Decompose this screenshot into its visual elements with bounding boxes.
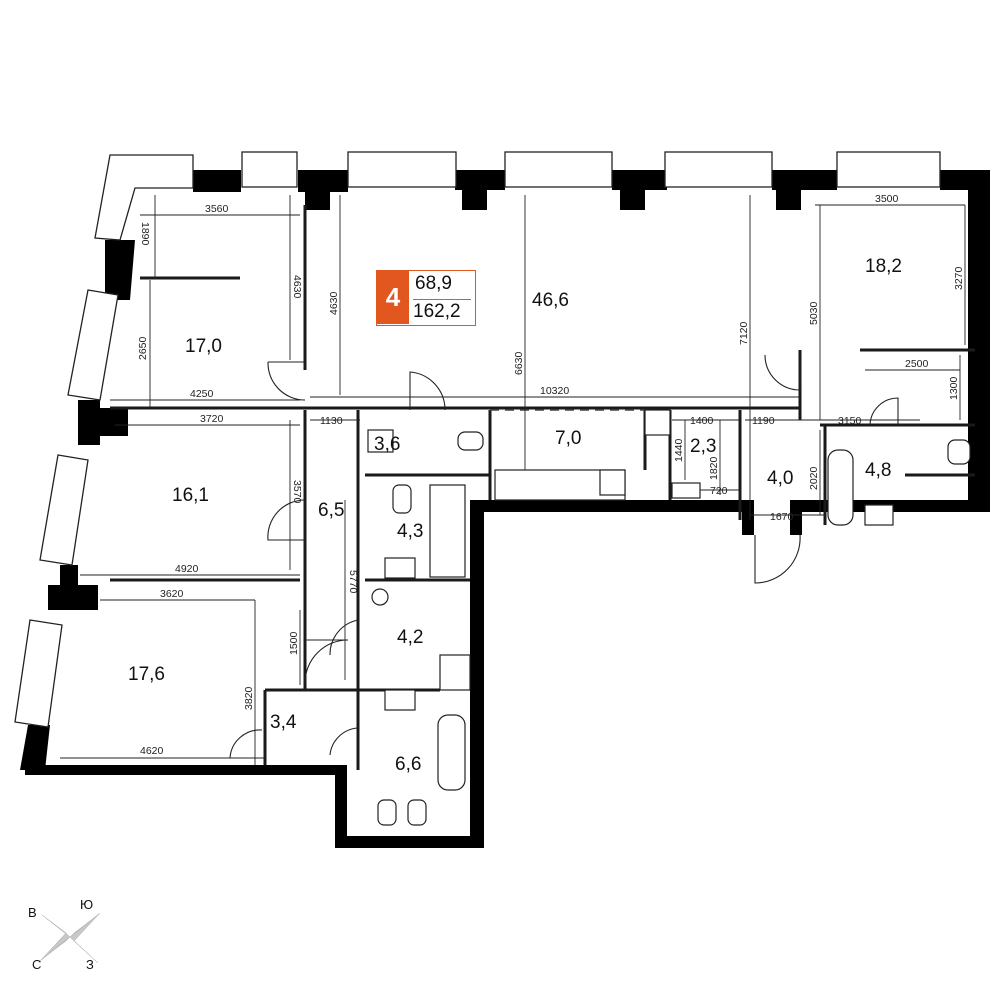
compass-south-label: Ю: [80, 897, 94, 912]
dim-label: 1190: [752, 415, 775, 427]
room-area-label: 17,6: [128, 664, 165, 685]
total-area: 162,2: [413, 299, 471, 323]
dim-label: 1890: [139, 222, 151, 246]
windows: [14, 151, 941, 728]
room-area-label: 3,4: [270, 712, 297, 733]
dim-label: 1130: [320, 415, 343, 427]
dimension-labels: 3560 1890 2650 4630 4630 4250 1130 3720 …: [137, 193, 965, 757]
fixtures: [367, 409, 971, 826]
room-count: 4: [377, 271, 409, 324]
dim-label: 3560: [205, 203, 229, 215]
dim-label: 6630: [513, 351, 525, 375]
dim-label: 3150: [838, 415, 862, 427]
room-area-label: 4,0: [767, 468, 793, 489]
dim-label: 1400: [690, 415, 714, 427]
compass-rose-icon: [39, 912, 101, 964]
dim-label: 4630: [291, 275, 303, 299]
room-area-label: 16,1: [172, 485, 209, 506]
dim-label: 1440: [673, 438, 685, 462]
room-areas: 17,0 46,6 18,2 3,6 7,0 2,3 4,0 4,8 16,1 …: [128, 256, 902, 775]
living-area: 68,9: [415, 273, 452, 294]
room-area-label: 2,3: [690, 436, 716, 457]
compass-north-label: С: [32, 957, 42, 972]
dim-label: 3500: [875, 193, 899, 205]
dim-label: 5770: [347, 570, 359, 594]
dim-label: 2650: [137, 336, 149, 360]
dim-label: 1500: [288, 631, 300, 655]
room-area-label: 46,6: [532, 290, 569, 311]
room-area-label: 6,6: [395, 754, 421, 775]
dim-label: 4620: [140, 745, 164, 757]
dim-label: 3620: [160, 588, 184, 600]
dim-label: 3720: [200, 413, 224, 425]
room-area-label: 7,0: [555, 428, 581, 449]
room-area-label: 6,5: [318, 500, 344, 521]
dim-label: 3570: [291, 480, 303, 504]
dim-label: 5030: [808, 301, 820, 325]
dim-label: 1820: [708, 456, 720, 480]
dim-label: 10320: [540, 385, 569, 397]
compass-east-label: З: [86, 957, 94, 972]
dim-label: 4920: [175, 563, 199, 575]
dim-label: 3820: [243, 686, 255, 710]
dim-label: 1300: [948, 376, 960, 400]
dim-label: 2020: [808, 466, 820, 490]
dim-label: 2500: [905, 358, 929, 370]
room-area-label: 4,2: [397, 627, 423, 648]
room-area-label: 3,6: [374, 434, 400, 455]
dimension-lines: [60, 195, 966, 765]
dim-label: 7120: [738, 321, 750, 345]
room-area-label: 4,3: [397, 521, 423, 542]
dim-label: 4250: [190, 388, 214, 400]
compass: В Ю С З: [20, 895, 120, 975]
room-area-label: 17,0: [185, 336, 222, 357]
dim-label: 1670: [770, 511, 794, 523]
apartment-badge: 4 68,9 162,2: [376, 270, 476, 326]
room-area-label: 4,8: [865, 460, 891, 481]
inner-walls: [110, 205, 975, 770]
room-area-label: 18,2: [865, 256, 902, 277]
dim-label: 3270: [953, 266, 965, 290]
dim-label: 720: [710, 485, 728, 497]
dim-label: 4630: [328, 291, 340, 315]
compass-west-label: В: [28, 905, 37, 920]
